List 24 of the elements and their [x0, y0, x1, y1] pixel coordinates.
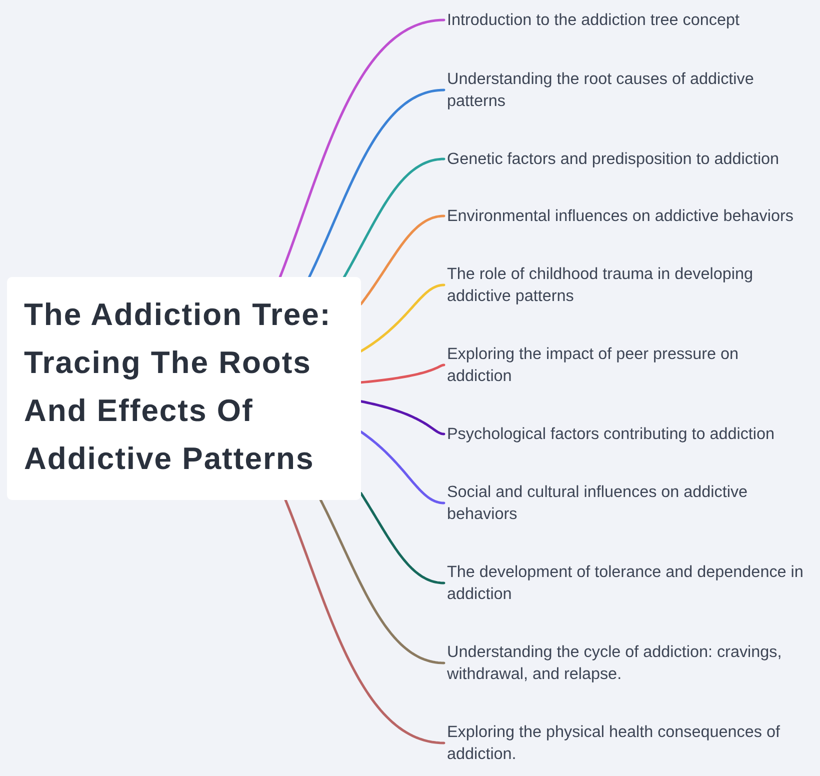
- topic-label: Environmental influences on addictive behaviors: [444, 205, 807, 227]
- branch-connector: [360, 430, 446, 504]
- branch-connector: [360, 214, 446, 306]
- branch-connector: [308, 88, 446, 278]
- topic-label: Understanding the cycle of addiction: cravings, withdrawal, and relapse.: [444, 641, 807, 685]
- topic-label: Psychological factors contributing to addiction: [444, 423, 807, 445]
- topic-label: Introduction to the addiction tree concept: [444, 9, 807, 31]
- topic-label: Genetic factors and predisposition to addiction: [444, 148, 807, 170]
- root-topic-title: The Addiction Tree: Tracing The Roots And Effects Of Addictive Patterns: [24, 296, 332, 478]
- topic-label: Social and cultural influences on addictive behaviors: [444, 481, 807, 525]
- root-topic-box: [7, 277, 361, 500]
- topic-label: Exploring the impact of peer pressure on addiction: [444, 343, 777, 387]
- branch-connector: [319, 498, 446, 664]
- branch-connector: [343, 158, 446, 278]
- topic-label: Exploring the physical health consequences of addiction.: [444, 721, 807, 765]
- topic-label: The development of tolerance and dependence in addiction: [444, 561, 817, 605]
- branch-connector: [360, 284, 446, 352]
- branch-connector: [360, 492, 446, 584]
- topic-label: Understanding the root causes of addictive patterns: [444, 68, 807, 112]
- branch-connector: [284, 498, 446, 744]
- branch-connector: [278, 18, 446, 278]
- branch-connector: [360, 400, 446, 436]
- topic-label: The role of childhood trauma in developing addictive patterns: [444, 263, 807, 307]
- branch-connector: [360, 364, 446, 384]
